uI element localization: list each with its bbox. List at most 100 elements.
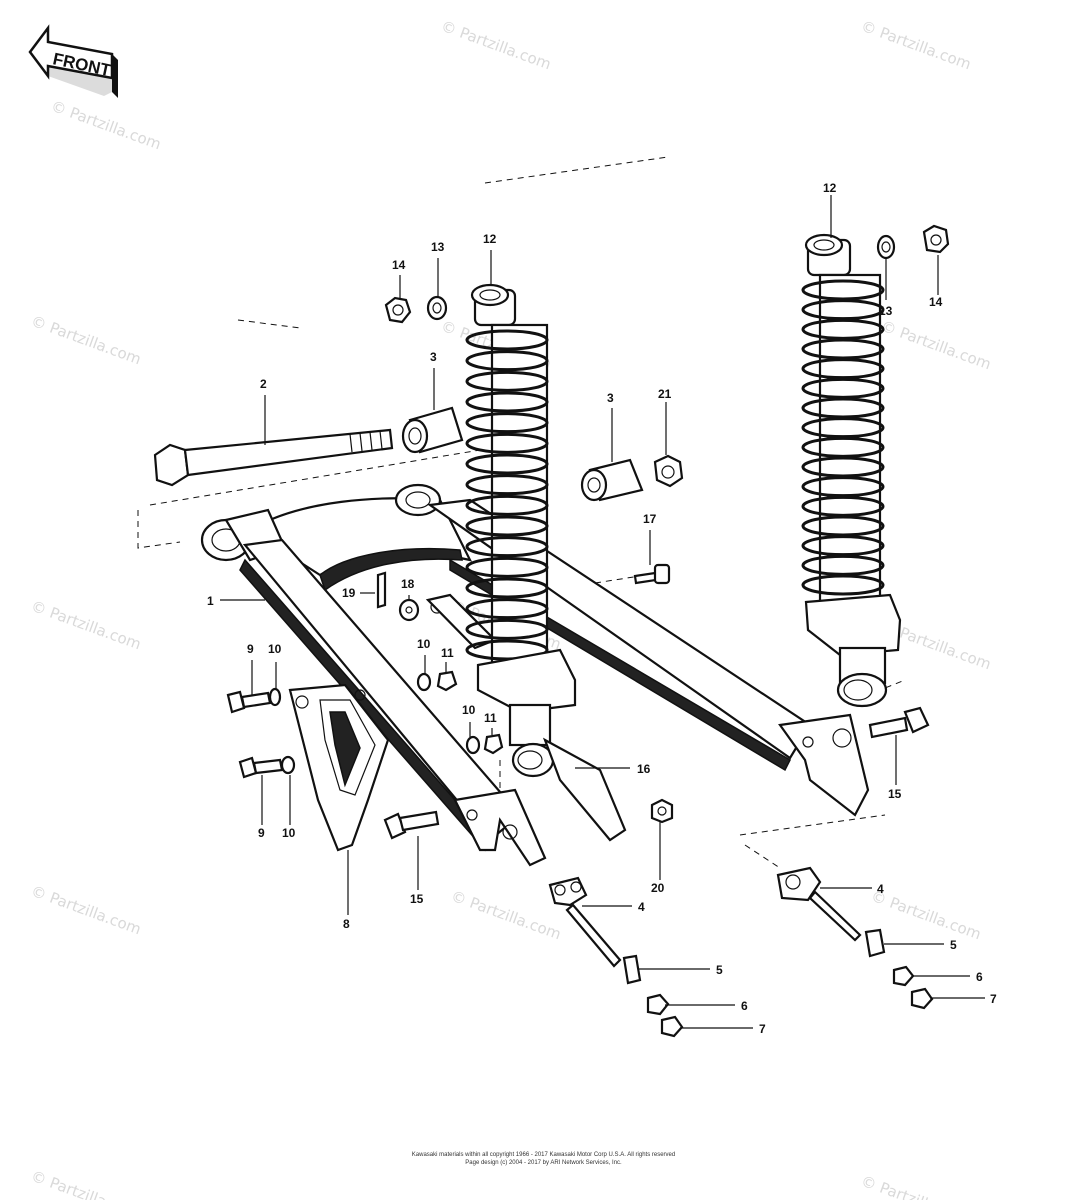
spring-coil bbox=[801, 358, 885, 380]
nut-21 bbox=[653, 454, 684, 488]
copyright-line-1: Kawasaki materials within all copyright … bbox=[411, 1152, 676, 1158]
callout-12-left: 12 bbox=[483, 232, 497, 246]
spring-coil bbox=[801, 436, 885, 458]
nut-11-mid bbox=[436, 670, 458, 692]
spring-coil bbox=[801, 495, 885, 517]
callout-11-low: 11 bbox=[484, 711, 497, 725]
nut-20 bbox=[650, 798, 674, 824]
callout-21: 21 bbox=[658, 387, 672, 401]
nut-14-right bbox=[922, 224, 950, 254]
cotter-pin-19 bbox=[376, 571, 387, 609]
bolt-15-left bbox=[383, 810, 440, 840]
callout-11-mid: 11 bbox=[441, 646, 454, 660]
spring-coil bbox=[801, 417, 885, 439]
callout-2: 2 bbox=[260, 377, 267, 391]
washer-13-right bbox=[876, 234, 896, 260]
callout-13-right: 13 bbox=[879, 304, 893, 318]
spring-coil bbox=[465, 370, 549, 392]
bolt-15-right bbox=[868, 706, 930, 739]
callout-labels: 14 13 12 12 13 14 2 3 3 21 17 1 19 18 9 … bbox=[207, 181, 997, 1036]
spring-coil bbox=[465, 515, 549, 537]
watermark: © Partzilla.com bbox=[879, 317, 994, 374]
watermark: © Partzilla.com bbox=[49, 97, 164, 154]
nut-6-right bbox=[892, 965, 915, 987]
callout-18: 18 bbox=[401, 577, 415, 591]
spring-coil bbox=[801, 554, 885, 576]
callout-4-left: 4 bbox=[638, 900, 645, 914]
nut-7-right bbox=[910, 987, 934, 1010]
callout-10-mid: 10 bbox=[417, 637, 431, 651]
watermark: © Partzilla.com bbox=[439, 17, 554, 74]
pivot-bolt bbox=[153, 428, 394, 487]
bolt-9-top bbox=[226, 687, 282, 714]
callout-16: 16 bbox=[637, 762, 651, 776]
chain-guard-8 bbox=[288, 683, 390, 852]
callout-6-right: 6 bbox=[976, 970, 983, 984]
watermark: © Partzilla.com bbox=[29, 312, 144, 369]
callout-15-right: 15 bbox=[888, 787, 902, 801]
spring-coil bbox=[801, 535, 885, 557]
callout-12-right: 12 bbox=[823, 181, 837, 195]
callout-10-low: 10 bbox=[462, 703, 476, 717]
front-arrow-icon: FRONT bbox=[28, 24, 118, 98]
spring-coil bbox=[465, 494, 549, 516]
watermark: © Partzilla.com bbox=[29, 882, 144, 939]
copyright-footer: Kawasaki materials within all copyright … bbox=[0, 1151, 1087, 1167]
watermark: © Partzilla.com bbox=[29, 1167, 144, 1200]
spring-coil bbox=[801, 377, 885, 399]
bushing-right bbox=[580, 458, 644, 502]
bolt-17 bbox=[633, 563, 671, 585]
watermark: © Partzilla.com bbox=[859, 17, 974, 74]
shock-absorber-left bbox=[465, 283, 627, 842]
spring-coil bbox=[801, 476, 885, 498]
callout-15-left: 15 bbox=[410, 892, 424, 906]
bolt-9-bottom bbox=[238, 755, 296, 779]
nut-6-left bbox=[646, 993, 670, 1016]
block-5-right bbox=[864, 928, 886, 958]
callout-10-top: 10 bbox=[268, 642, 282, 656]
callout-3-left: 3 bbox=[430, 350, 437, 364]
washer-18 bbox=[398, 598, 420, 622]
callout-5-right: 5 bbox=[950, 938, 957, 952]
spring-coil bbox=[465, 432, 549, 454]
washer-10-low bbox=[465, 735, 481, 755]
watermark: © Partzilla.com bbox=[869, 887, 984, 944]
callout-19: 19 bbox=[342, 586, 356, 600]
callout-4-right: 4 bbox=[877, 882, 884, 896]
watermark: © Partzilla.com bbox=[859, 1172, 974, 1200]
spring-coil bbox=[801, 279, 885, 301]
spring-coil bbox=[465, 536, 549, 558]
watermark: © Partzilla.com bbox=[449, 887, 564, 944]
callout-1: 1 bbox=[207, 594, 214, 608]
spring-coil bbox=[801, 397, 885, 419]
callout-3-right: 3 bbox=[607, 391, 614, 405]
callout-8: 8 bbox=[343, 917, 350, 931]
spring-coil bbox=[801, 318, 885, 340]
callout-7-left: 7 bbox=[759, 1022, 766, 1036]
chain-adjuster-left bbox=[548, 876, 622, 968]
spring-coil bbox=[801, 515, 885, 537]
spring-coil bbox=[465, 329, 549, 351]
spring-coil bbox=[465, 618, 549, 640]
copyright-line-2: Page design (c) 2004 - 2017 by ARI Netwo… bbox=[465, 1160, 622, 1166]
callout-5-left: 5 bbox=[716, 963, 723, 977]
watermark: © Partzilla.com bbox=[29, 597, 144, 654]
callout-17: 17 bbox=[643, 512, 657, 526]
spring-coil bbox=[465, 391, 549, 413]
nut-14-left bbox=[384, 296, 412, 324]
washer-10-mid bbox=[416, 672, 432, 692]
bushing-left bbox=[401, 406, 464, 454]
callout-6-left: 6 bbox=[741, 999, 748, 1013]
washer-13-left bbox=[426, 295, 448, 321]
spring-coil bbox=[465, 350, 549, 372]
callout-7-right: 7 bbox=[990, 992, 997, 1006]
callout-14-left: 14 bbox=[392, 258, 406, 272]
callout-14-right: 14 bbox=[929, 295, 943, 309]
spring-coil bbox=[465, 453, 549, 475]
callout-9-bottom: 9 bbox=[258, 826, 265, 840]
spring-coil bbox=[465, 556, 549, 578]
callout-20: 20 bbox=[651, 881, 665, 895]
nut-7-left bbox=[660, 1015, 684, 1038]
callout-9-top: 9 bbox=[247, 642, 254, 656]
